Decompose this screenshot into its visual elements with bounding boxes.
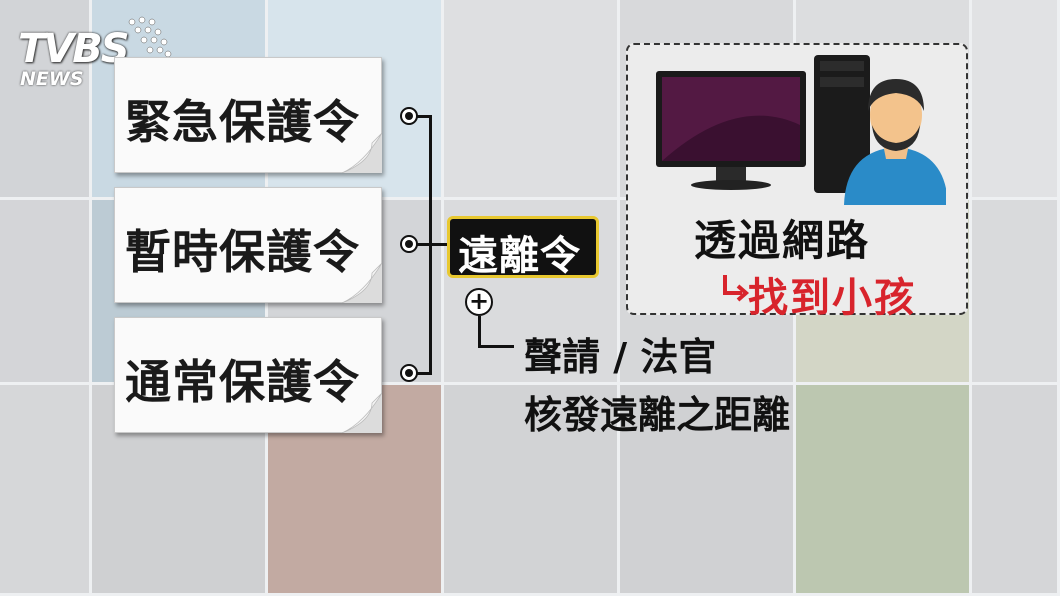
logo-secondary-text: NEWS (20, 68, 84, 90)
tvbs-news-logo: TVBS NEWS (18, 16, 178, 96)
order-description-line2: 核發遠離之距離 (524, 393, 791, 437)
connector-line (417, 372, 431, 375)
card-label: 暫時保護令 (125, 225, 360, 279)
restraining-order-badge: 遠離令 (447, 216, 599, 279)
computer-user-illustration (656, 55, 946, 205)
restraining-order-label: 遠離令 (458, 233, 581, 279)
connector-line (417, 115, 431, 118)
connector-line (417, 243, 447, 246)
logo-primary-text: TVBS (18, 26, 130, 72)
connector-line (478, 345, 514, 348)
emergency-protection-order-card: 緊急保護令 (114, 57, 382, 173)
regular-protection-order-card: 通常保護令 (114, 317, 382, 433)
connector-dot (400, 364, 418, 382)
internet-panel: 透過網路 找到小孩 (626, 43, 968, 321)
connector-bracket (429, 115, 432, 375)
connector-dot (400, 235, 418, 253)
logo-dots-icon (128, 16, 172, 58)
page-curl-icon (342, 263, 382, 303)
page-curl-icon (342, 133, 382, 173)
plus-icon: + (465, 288, 493, 316)
temporary-protection-order-card: 暫時保護令 (114, 187, 382, 303)
turn-arrow-icon (723, 275, 750, 302)
connector-line (478, 316, 481, 348)
page-curl-icon (342, 393, 382, 433)
panel-subtitle: 找到小孩 (748, 275, 916, 321)
card-label: 緊急保護令 (125, 95, 360, 149)
panel-title: 透過網路 (694, 216, 871, 265)
order-description-line1: 聲請 / 法官 (524, 335, 717, 379)
card-label: 通常保護令 (125, 355, 360, 409)
connector-dot (400, 107, 418, 125)
